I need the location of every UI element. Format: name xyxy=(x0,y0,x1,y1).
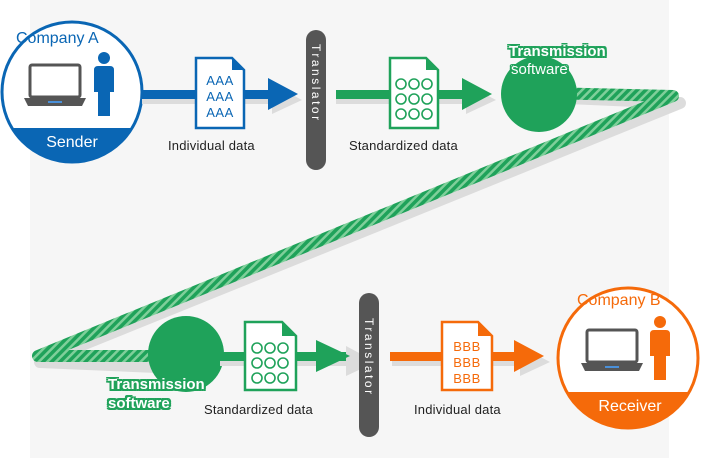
laptop-icon xyxy=(24,63,86,106)
sender-company-label: Company A xyxy=(16,30,99,47)
transmission-label-bottom-line2: software xyxy=(108,395,170,412)
transmission-label-top-line1: Transmission xyxy=(509,43,606,60)
receiver-role-label: Receiver xyxy=(598,398,662,415)
standardized-data-doc-bottom xyxy=(243,320,298,392)
standardized-data-label-bottom: Standardized data xyxy=(204,402,313,417)
individual-data-doc-a xyxy=(194,56,246,130)
individual-data-label-top: Individual data xyxy=(168,138,255,153)
standardized-data-label-top: Standardized data xyxy=(349,138,458,153)
individual-data-label-bottom: Individual data xyxy=(414,402,501,417)
doc-b-line-1: BBB xyxy=(453,339,481,354)
individual-data-doc-b xyxy=(440,320,494,392)
laptop-icon xyxy=(581,328,643,371)
transmission-label-top-line2: software xyxy=(511,61,568,78)
transmission-node-bottom xyxy=(148,316,224,392)
translator-label-bottom: Translator xyxy=(362,318,376,397)
receiver-company-label: Company B xyxy=(577,292,661,309)
standardized-data-doc-top xyxy=(388,56,440,130)
doc-a-line-3: AAA xyxy=(206,105,234,120)
standard-arrow-bottom xyxy=(220,340,376,376)
doc-a-line-1: AAA xyxy=(206,73,234,88)
doc-b-line-3: BBB xyxy=(453,371,481,386)
translator-top xyxy=(306,30,326,170)
doc-a-line-2: AAA xyxy=(206,89,234,104)
transmission-label-bottom-line1: Transmission xyxy=(108,376,205,393)
translator-label-top: Translator xyxy=(309,44,323,123)
doc-b-line-2: BBB xyxy=(453,355,481,370)
transmission-node-top xyxy=(501,56,577,132)
transmission-path xyxy=(32,87,679,362)
receiver-node xyxy=(556,286,700,430)
person-icon xyxy=(650,316,670,380)
sender-role-label: Sender xyxy=(46,134,98,151)
translator-bottom xyxy=(359,293,379,437)
sender-node xyxy=(0,20,144,164)
person-icon xyxy=(94,52,114,116)
